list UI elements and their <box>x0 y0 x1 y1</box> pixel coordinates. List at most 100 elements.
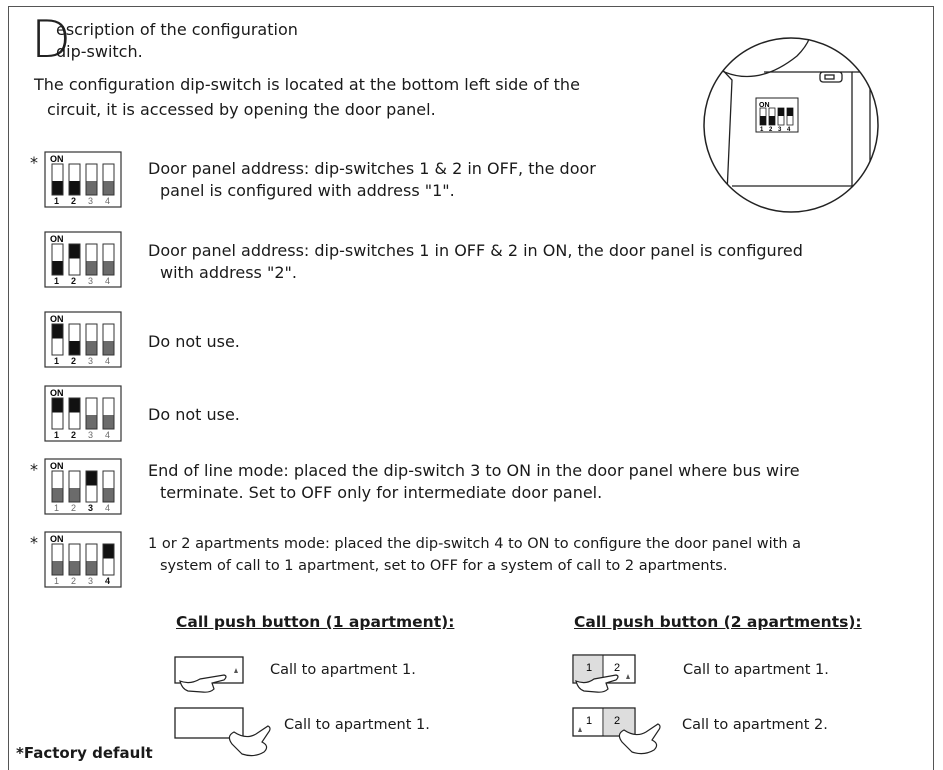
dip-on-label: ON <box>50 388 64 398</box>
dip-switch-slot-1 <box>51 543 64 576</box>
dip-switch-lever-4 <box>103 415 114 429</box>
dip-switch-lever-3 <box>86 561 97 575</box>
dip-switch-number-1: 1 <box>54 503 59 513</box>
key-label-1: 1 <box>586 662 592 674</box>
dip-switch-slot-4 <box>102 323 115 356</box>
dip-switch-number-1: 1 <box>54 430 59 440</box>
dip-switch-slot-2 <box>68 543 81 576</box>
description-line-2: panel is configured with address "1". <box>160 181 455 200</box>
push-button-1apt-a <box>174 656 244 693</box>
description-line-1: End of line mode: placed the dip-switch … <box>148 461 800 480</box>
heading-one-apartment: Call push button (1 apartment): <box>176 613 455 631</box>
dip-switch-lever-1 <box>52 261 63 275</box>
dip-switch-slot-2 <box>68 243 81 276</box>
dip-switch-slot-2 <box>68 323 81 356</box>
dip-switch-lever-3 <box>86 471 97 486</box>
dip-switch-lever-2 <box>69 488 80 502</box>
dip-switch-number-3: 3 <box>88 356 93 366</box>
dip-switch-lever-2 <box>69 181 80 195</box>
dip-switch-lever-4 <box>103 488 114 502</box>
dip-switch-number-4: 4 <box>105 430 110 440</box>
svg-text:ON: ON <box>759 102 770 109</box>
intro-paragraph: The configuration dip-switch is located … <box>34 72 674 122</box>
svg-text:3: 3 <box>778 127 782 133</box>
key-label-2: 2 <box>614 662 620 674</box>
key-label-1b: 1 <box>586 715 592 727</box>
push-button-2apt-b: 1 2 <box>572 707 661 755</box>
dip-switch-number-1: 1 <box>54 276 59 286</box>
circuit-dip-switch: ON 1 2 3 4 <box>755 97 799 133</box>
factory-default-marker: * <box>30 153 38 172</box>
dip-switch-lever-1 <box>52 561 63 575</box>
dip-switch-number-3: 3 <box>88 576 93 586</box>
dip-switch-number-4: 4 <box>105 576 110 586</box>
intro-line-1: The configuration dip-switch is located … <box>34 75 580 94</box>
dip-switch-description: Do not use. <box>148 331 908 353</box>
dip-switch-number-2: 2 <box>71 196 76 206</box>
dip-switch-number-2: 2 <box>71 576 76 586</box>
dip-switch-diagram: ON 1 2 3 4 <box>44 385 122 442</box>
dip-switch-lever-3 <box>86 181 97 195</box>
dip-switch-number-4: 4 <box>105 276 110 286</box>
dip-switch-slot-3 <box>85 397 98 430</box>
dip-switch-lever-4 <box>103 341 114 355</box>
key-label-2b: 2 <box>614 715 620 727</box>
dip-switch-number-4: 4 <box>105 503 110 513</box>
call-text-2apt-b: Call to apartment 2. <box>682 717 828 733</box>
dip-switch-lever-4 <box>103 181 114 195</box>
dip-switch-description: 1 or 2 apartments mode: placed the dip-s… <box>148 533 908 577</box>
dip-switch-slot-1 <box>51 323 64 356</box>
dip-switch-number-2: 2 <box>71 430 76 440</box>
intro-line-2: circuit, it is accessed by opening the d… <box>47 100 436 119</box>
dip-switch-lever-4 <box>103 261 114 275</box>
dip-switch-slot-2 <box>68 470 81 503</box>
dip-switch-slot-3 <box>85 163 98 196</box>
dip-switch-lever-2 <box>69 398 80 413</box>
dip-on-label: ON <box>50 154 64 164</box>
dip-switch-description: Do not use. <box>148 404 908 426</box>
dip-switch-slot-3 <box>85 543 98 576</box>
dip-switch-description: Door panel address: dip-switches 1 in OF… <box>148 240 908 284</box>
dip-switch-slot-4 <box>102 243 115 276</box>
call-text-1apt-a: Call to apartment 1. <box>270 662 416 678</box>
dip-on-label: ON <box>50 461 64 471</box>
factory-default-marker: * <box>30 533 38 552</box>
title-line-2: dip-switch. <box>56 42 143 61</box>
dip-on-label: ON <box>50 534 64 544</box>
dip-switch-slot-1 <box>51 470 64 503</box>
description-line-2: terminate. Set to OFF only for intermedi… <box>160 483 603 502</box>
dip-switch-number-3: 3 <box>88 430 93 440</box>
dip-switch-slot-3 <box>85 243 98 276</box>
dip-on-label: ON <box>50 314 64 324</box>
description-line-1: Door panel address: dip-switches 1 in OF… <box>148 241 803 260</box>
dip-switch-lever-1 <box>52 398 63 413</box>
dip-switch-slot-2 <box>68 397 81 430</box>
dip-switch-number-2: 2 <box>71 356 76 366</box>
circuit-illustration: ON 1 2 3 4 <box>703 37 879 213</box>
dip-switch-slot-3 <box>85 470 98 503</box>
dip-switch-slot-2 <box>68 163 81 196</box>
svg-text:1: 1 <box>760 127 764 133</box>
push-button-2apt-a: 1 2 <box>572 654 636 693</box>
dip-switch-number-4: 4 <box>105 356 110 366</box>
dip-switch-number-3: 3 <box>88 276 93 286</box>
dip-switch-slot-4 <box>102 163 115 196</box>
dip-on-label: ON <box>50 234 64 244</box>
dip-switch-number-2: 2 <box>71 276 76 286</box>
svg-text:2: 2 <box>769 127 773 133</box>
description-line-1: Do not use. <box>148 332 240 351</box>
dip-switch-diagram: ON 1 2 3 4 <box>44 231 122 288</box>
dip-switch-lever-1 <box>52 324 63 339</box>
dip-switch-lever-2 <box>69 244 80 259</box>
dip-switch-lever-1 <box>52 488 63 502</box>
dip-switch-lever-4 <box>103 544 114 559</box>
dip-switch-diagram: ON 1 2 3 4 <box>44 311 122 368</box>
description-line-1: 1 or 2 apartments mode: placed the dip-s… <box>148 536 802 552</box>
dip-switch-lever-1 <box>52 181 63 195</box>
dip-switch-number-1: 1 <box>54 356 59 366</box>
dip-switch-number-3: 3 <box>88 503 93 513</box>
call-text-1apt-b: Call to apartment 1. <box>284 717 430 733</box>
dip-switch-description: End of line mode: placed the dip-switch … <box>148 460 908 504</box>
